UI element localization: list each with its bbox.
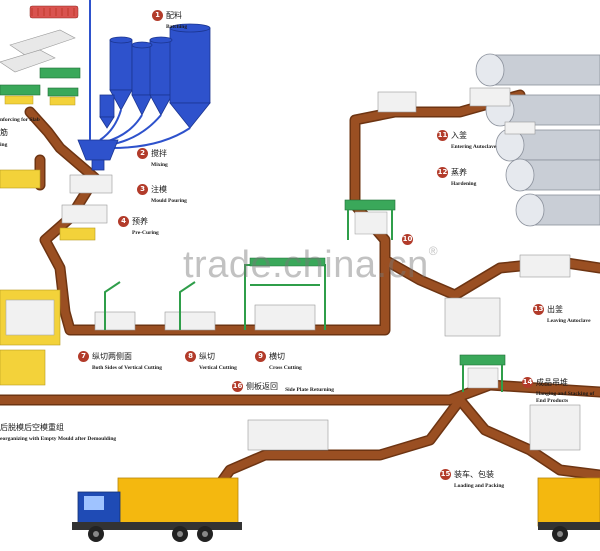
step-label-en: Mould Pouring xyxy=(151,198,187,205)
step-label-en: Vertical Cutting xyxy=(199,365,237,372)
step-label-en: Pre-Curing xyxy=(132,230,159,237)
step-number-badge: 13 xyxy=(533,304,544,315)
step-label-zh: 纵切 xyxy=(199,351,215,361)
label-reorganizing-zh: 后脱模后空模重组 xyxy=(0,422,64,432)
step-label-en: Side Plate Returning xyxy=(285,387,334,393)
step-label-zh: 装车、包装 xyxy=(454,469,494,479)
step-label-en: Cross Cutting xyxy=(269,365,302,372)
step-label-zh: 侧板返回 xyxy=(246,381,278,391)
step-label-zh: 出釜 xyxy=(547,304,563,314)
step-label-en: Hanging and Stacking of xyxy=(536,391,595,398)
watermark-registered-mark: ® xyxy=(428,244,439,258)
truck-right xyxy=(537,477,600,542)
watermark-text: trade.china.cn xyxy=(183,244,429,286)
stacking-area xyxy=(247,297,581,451)
step-label-zh: 成品吊堆 xyxy=(536,377,568,387)
label-reorganizing-en: eorganizing with Empty Mould after Demou… xyxy=(0,436,117,443)
step-label-zh: 纵切两侧面 xyxy=(92,351,132,361)
step-number-badge: 1 xyxy=(152,10,163,21)
step-number-badge: 11 xyxy=(437,130,448,141)
step-label-zh: 注模 xyxy=(151,184,167,194)
cutting-machines xyxy=(94,257,326,331)
step-number-badge: 7 xyxy=(78,351,89,362)
label-reinforcing-slab-en: nforcing for Slab xyxy=(0,117,40,123)
step-label-en: Entering Autoclave xyxy=(451,144,497,151)
step-number-badge: 16 xyxy=(232,381,243,392)
label-reinforcing-slab-zh: 筋 xyxy=(0,128,8,138)
step-label-en: Leaving Autoclave xyxy=(547,318,591,325)
step-label-en: Hardening xyxy=(451,181,477,188)
step-10: 10 xyxy=(402,230,416,248)
step-number-badge: 14 xyxy=(522,377,533,388)
step-label-en: Mixing xyxy=(151,162,168,169)
step-label-en: Batching xyxy=(166,24,188,31)
step-label-zh: 配料 xyxy=(166,10,182,20)
label-reinforcing-slab: nforcing for Slab 筋 ing xyxy=(0,117,40,148)
step-label-zh: 搅拌 xyxy=(151,148,167,158)
reinforcement-area xyxy=(0,5,81,106)
step-label-zh: 横切 xyxy=(269,351,285,361)
step-number-badge: 8 xyxy=(185,351,196,362)
mould-area xyxy=(0,169,113,386)
autoclave-entry-frame xyxy=(344,91,417,240)
step-number-badge: 12 xyxy=(437,167,448,178)
label-reorganizing: 后脱模后空模重组 eorganizing with Empty Mould af… xyxy=(0,418,116,443)
step-label-zh: 入釜 xyxy=(451,130,467,140)
step-label-en-line2: End Products xyxy=(536,397,569,404)
step-label-zh: 蒸养 xyxy=(451,167,467,177)
step-number-badge: 2 xyxy=(137,148,148,159)
truck-left xyxy=(72,477,242,542)
label-reinforcing-slab-cut: ing xyxy=(0,141,8,148)
step-number-badge: 15 xyxy=(440,469,451,480)
step-label-zh: 预养 xyxy=(132,216,148,226)
step-label-en: Both Sides of Vertical Cutting xyxy=(92,365,162,372)
step-number-badge: 9 xyxy=(255,351,266,362)
watermark: trade.china.cn® xyxy=(183,244,438,287)
autoclaves xyxy=(469,53,600,278)
batching-silos xyxy=(77,0,211,171)
step-number-badge: 3 xyxy=(137,184,148,195)
step-label-en: Loading and Packing xyxy=(454,483,505,490)
step-number-badge: 10 xyxy=(402,234,413,245)
step-number-badge: 4 xyxy=(118,216,129,227)
